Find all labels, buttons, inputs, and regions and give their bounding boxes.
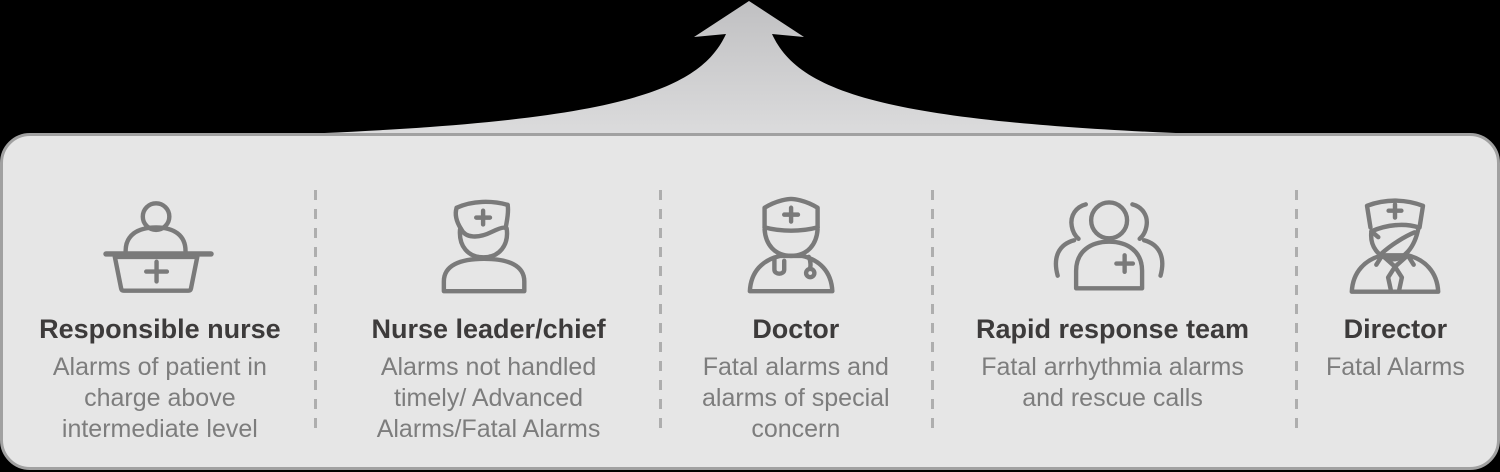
role-description: Alarms of patient in charge above interm… — [52, 353, 267, 444]
role-description: Alarms not handled timely/ Advanced Alar… — [376, 353, 601, 444]
column-divider — [314, 190, 317, 432]
nurse-leader-icon — [437, 193, 540, 305]
column-divider — [931, 190, 934, 432]
role-card-responsible-nurse: Responsible nurse Alarms of patient in c… — [3, 136, 317, 467]
role-title: Nurse leader/chief — [371, 314, 606, 344]
role-card-rapid-response-team: Rapid response team Fatal arrhythmia ala… — [931, 136, 1294, 467]
role-title: Rapid response team — [975, 314, 1250, 344]
roles-panel: Responsible nurse Alarms of patient in c… — [0, 133, 1500, 470]
role-description: Fatal arrhythmia alarms and rescue calls — [981, 353, 1244, 413]
rapid-response-team-icon — [1047, 193, 1178, 305]
director-icon — [1336, 193, 1454, 305]
role-description: Fatal alarms and alarms of special conce… — [702, 353, 890, 444]
role-card-director: Director Fatal Alarms — [1294, 136, 1497, 467]
reception-nurse-icon — [103, 193, 216, 305]
role-card-nurse-leader: Nurse leader/chief Alarms not handled ti… — [317, 136, 661, 467]
column-divider — [659, 190, 662, 432]
role-title: Doctor — [752, 314, 840, 344]
column-divider — [1295, 190, 1298, 432]
role-card-doctor: Doctor Fatal alarms and alarms of specia… — [660, 136, 931, 467]
role-title: Responsible nurse — [39, 314, 281, 344]
escalation-arrow-up-icon — [205, 1, 1293, 137]
doctor-icon — [742, 193, 850, 305]
role-description: Fatal Alarms — [1325, 353, 1465, 382]
role-title: Director — [1343, 314, 1448, 344]
roles-row: Responsible nurse Alarms of patient in c… — [3, 136, 1497, 467]
